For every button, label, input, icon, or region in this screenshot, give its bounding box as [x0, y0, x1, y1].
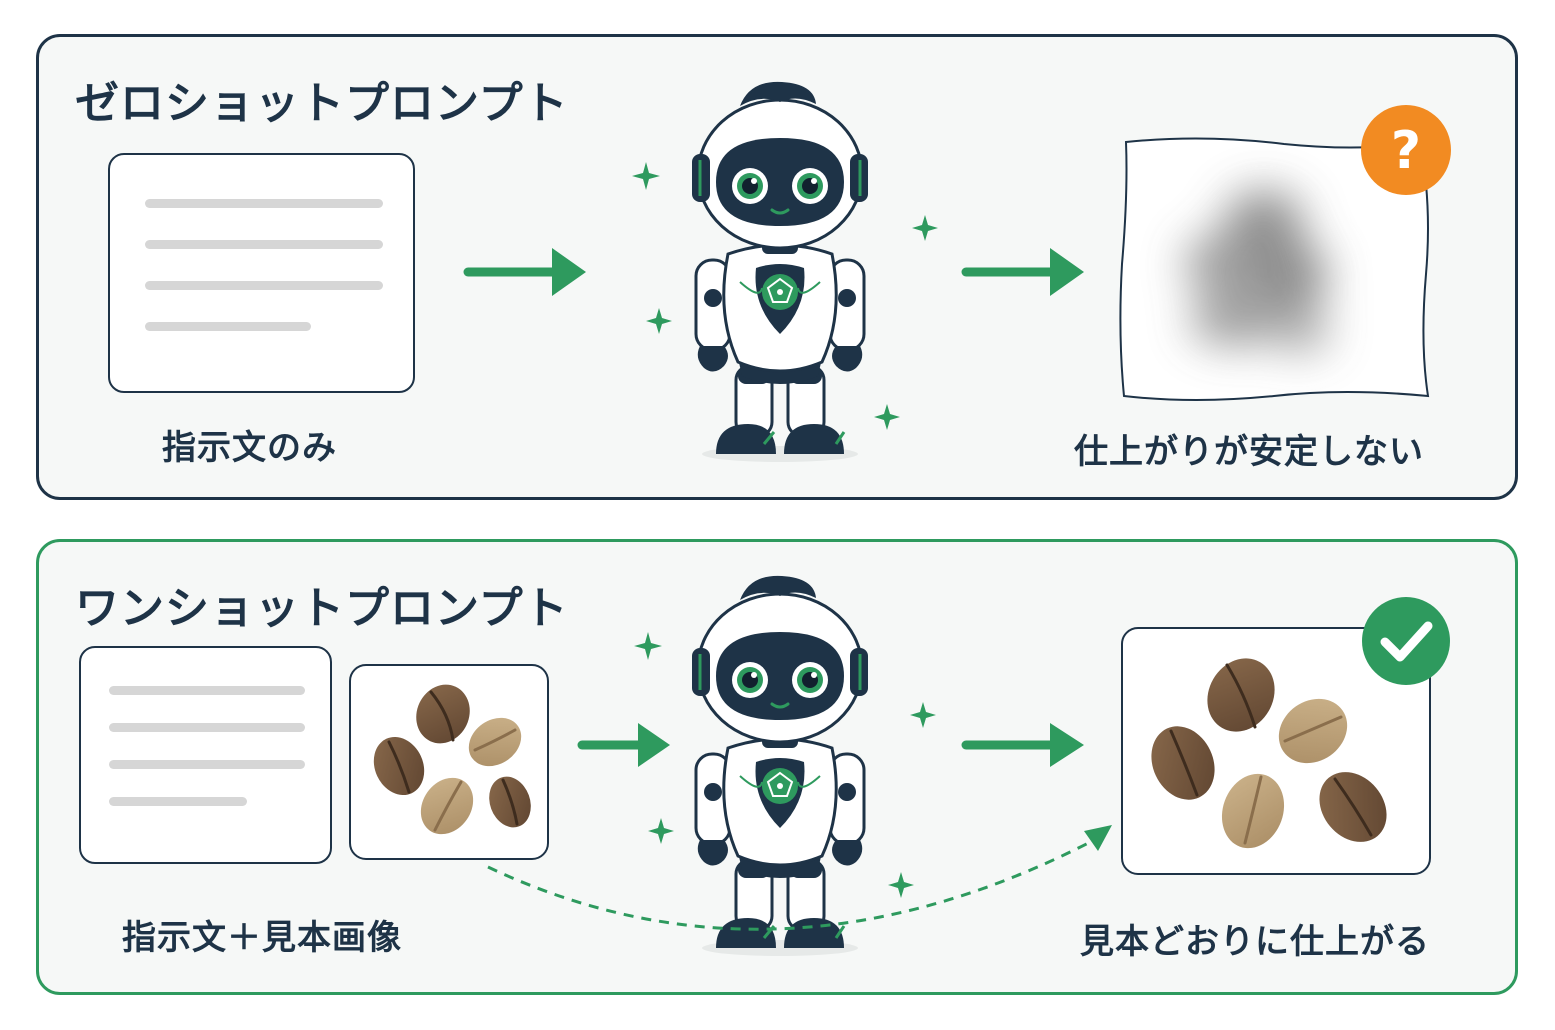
sparkle-icon — [646, 308, 672, 334]
blurry-output-image — [1119, 137, 1430, 401]
text-line — [109, 797, 247, 806]
instruction-document-card — [108, 153, 415, 393]
output-label-zero-shot: 仕上がりが安定しない — [1074, 432, 1424, 472]
coffee-bean-icon — [1319, 772, 1387, 842]
text-line — [109, 760, 305, 769]
svg-text:?: ? — [1391, 121, 1421, 181]
text-line — [145, 240, 383, 249]
panel-title-one-shot: ワンショットプロンプト — [75, 583, 569, 634]
sparkle-icon — [912, 215, 938, 241]
panel-title-zero-shot: ゼロショットプロンプト — [75, 78, 569, 129]
sparkle-icon — [910, 702, 936, 728]
robot-icon — [692, 81, 868, 462]
sparkle-icon — [634, 632, 662, 660]
coffee-bean-icon — [416, 684, 470, 744]
input-label-zero-shot: 指示文のみ — [162, 428, 337, 468]
coffee-bean-icon — [468, 717, 522, 767]
robot-icon — [692, 575, 868, 956]
output-image-coffee-beans — [1121, 627, 1431, 875]
coffee-bean-icon — [1207, 658, 1275, 732]
sparkle-icon — [888, 872, 914, 898]
sparkle-icon — [632, 162, 660, 190]
coffee-bean-icon — [1151, 726, 1215, 800]
input-label-one-shot: 指示文＋見本画像 — [122, 918, 402, 958]
output-label-one-shot: 見本どおりに仕上がる — [1080, 922, 1430, 962]
question-icon: ? — [1361, 105, 1451, 195]
coffee-bean-icon — [1221, 773, 1285, 849]
text-line — [109, 686, 305, 695]
arrow-right-icon — [961, 723, 1084, 767]
sparkle-icon — [874, 404, 900, 430]
sample-image-coffee-beans — [349, 664, 549, 860]
sparkle-icon — [648, 818, 674, 844]
arrow-right-icon — [577, 723, 670, 767]
coffee-bean-icon — [420, 777, 474, 835]
arrow-right-icon — [463, 248, 586, 296]
instruction-document-card — [79, 646, 332, 864]
text-line — [145, 281, 383, 290]
text-line — [145, 322, 311, 331]
text-line — [109, 723, 305, 732]
text-line — [145, 199, 383, 208]
coffee-bean-icon — [1278, 698, 1348, 764]
coffee-bean-icon — [373, 736, 425, 796]
coffee-bean-icon — [489, 776, 531, 828]
arrow-right-icon — [961, 248, 1084, 296]
check-icon — [1362, 597, 1450, 685]
dashed-reference-arrow — [487, 825, 1112, 931]
